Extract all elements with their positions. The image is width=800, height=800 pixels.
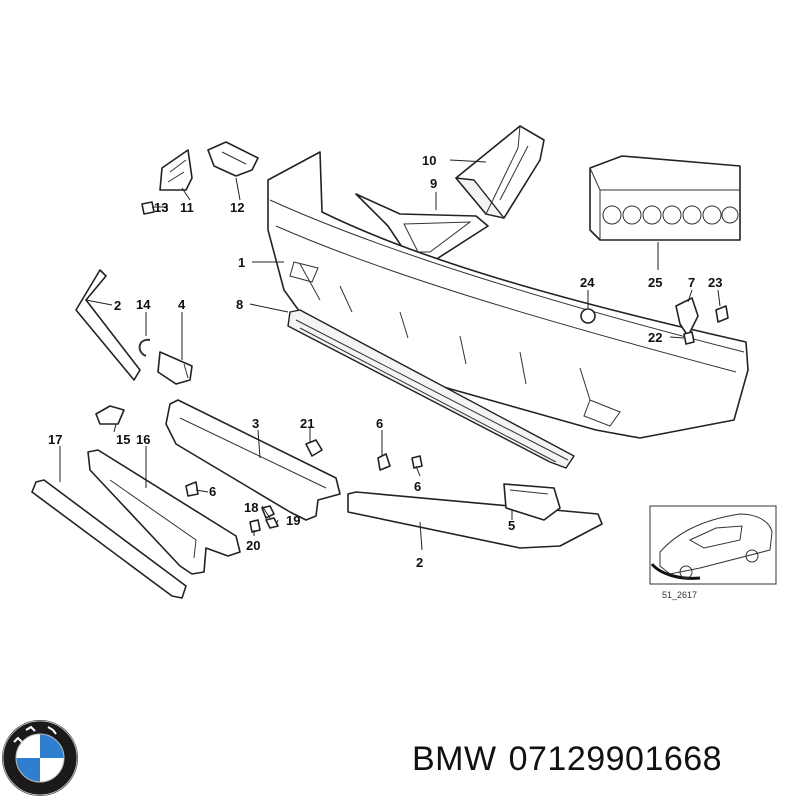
callout-4: 4	[178, 297, 186, 312]
part-23-clip	[715, 305, 729, 323]
callout-18: 18	[244, 500, 258, 515]
callout-21: 21	[300, 416, 314, 431]
reference-code: 51_2617	[662, 590, 697, 600]
callout-11: 11	[180, 200, 194, 215]
callout-1: 1	[238, 255, 245, 270]
callout-12: 12	[230, 200, 244, 215]
part-10-air-duct	[455, 125, 545, 219]
callout-19: 19	[286, 513, 300, 528]
part-21-fastener	[305, 439, 323, 457]
part-16-frame	[87, 449, 241, 575]
part-11-bracket	[159, 149, 193, 191]
part-6-fastener-b	[411, 455, 423, 469]
callout-24: 24	[580, 275, 595, 290]
part-number: 07129901668	[508, 740, 723, 778]
part-24-grommet	[580, 308, 596, 324]
part-number-label: BMW 07129901668	[412, 740, 722, 779]
part-9-bracket	[355, 193, 489, 263]
part-15-clip	[95, 405, 125, 425]
callout-14: 14	[136, 297, 151, 312]
brand-name: BMW	[412, 740, 497, 778]
callout-6-right: 6	[414, 479, 421, 494]
callout-25: 25	[648, 275, 662, 290]
part-2-trim-lower	[347, 491, 603, 549]
callout-7: 7	[688, 275, 695, 290]
callout-17: 17	[48, 432, 62, 447]
part-13-clip	[141, 201, 155, 215]
part-8-grille	[287, 309, 575, 469]
part-18-fastener	[261, 505, 275, 519]
callout-16: 16	[136, 432, 150, 447]
callout-10: 10	[422, 153, 436, 168]
callout-5: 5	[508, 518, 515, 533]
leader-lines	[59, 159, 721, 551]
callout-15: 15	[116, 432, 130, 447]
callout-6-top: 6	[376, 416, 383, 431]
callout-numbers: 10 9 1 8 2 14 4 13 11 12 3 21 6 6 6 17 1…	[48, 153, 722, 570]
part-6-fastener-c	[185, 481, 199, 497]
callout-23: 23	[708, 275, 722, 290]
part-6-fastener-a	[377, 453, 391, 471]
part-1-front-bumper	[267, 151, 749, 439]
callout-9: 9	[430, 176, 437, 191]
callout-8: 8	[236, 297, 243, 312]
callout-13: 13	[154, 200, 168, 215]
part-2-trim-left	[75, 269, 141, 381]
callout-20: 20	[246, 538, 260, 553]
callout-2-lower: 2	[416, 555, 423, 570]
part-12-bracket	[207, 141, 259, 177]
part-5-fog-cover	[503, 483, 561, 521]
part-17-lower-strip	[31, 479, 187, 599]
part-25-box	[589, 155, 741, 241]
part-19-fastener	[265, 517, 279, 529]
part-22-fastener	[683, 331, 695, 345]
part-14-hook	[138, 338, 151, 357]
part-4-mount	[157, 351, 193, 385]
bmw-logo	[2, 720, 78, 796]
car-thumbnail: 51_2617	[649, 505, 777, 600]
part-3-carrier	[165, 399, 341, 521]
callout-3: 3	[252, 416, 259, 431]
callout-22: 22	[648, 330, 662, 345]
part-20-fastener	[249, 519, 261, 533]
callout-6-left: 6	[209, 484, 216, 499]
callout-2-upper: 2	[114, 298, 121, 313]
